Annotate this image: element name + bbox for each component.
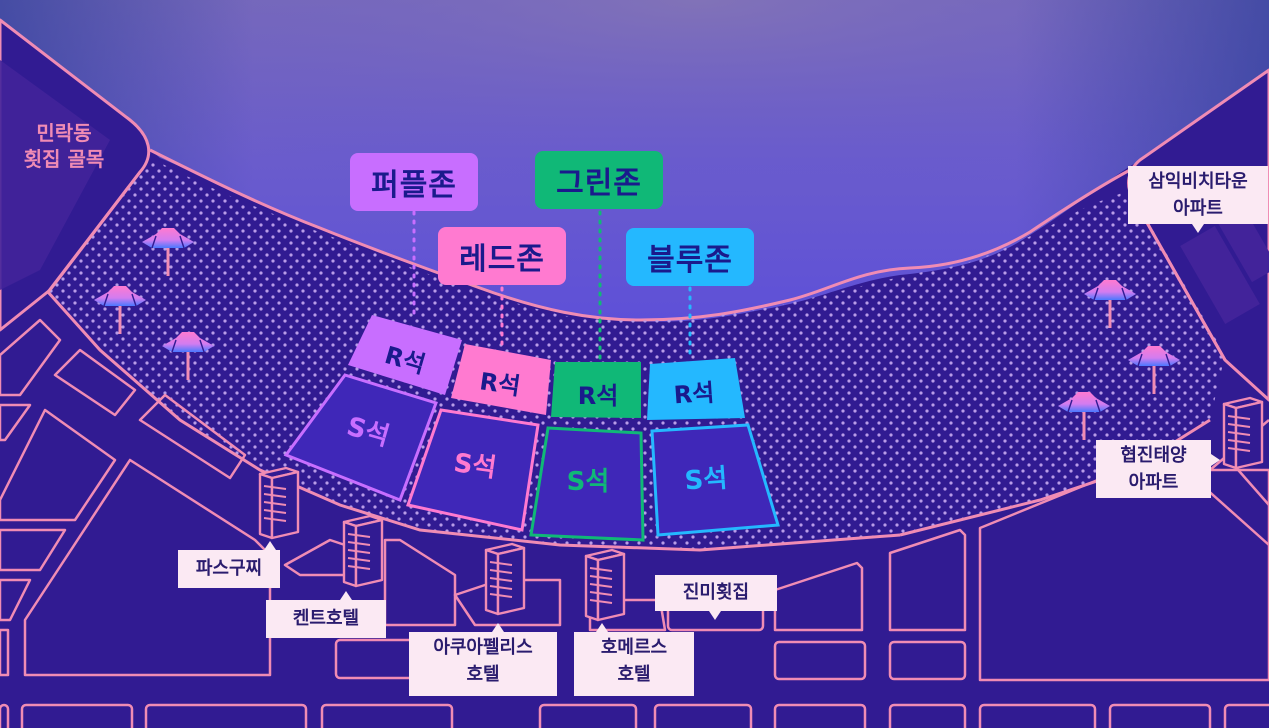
landmark-hyupjin-line1: 협진태양 [1120, 445, 1187, 466]
landmark-hyupjin: 협진태양 아파트 [1096, 440, 1220, 498]
red-s-seat[interactable] [406, 408, 540, 532]
zone-tag-green[interactable]: 그린존 [535, 151, 663, 209]
green-s-seat-label: S석 [567, 467, 610, 497]
callout-pointer [709, 611, 721, 620]
landmark-samik: 삼익비치타운 아파트 [1128, 166, 1268, 233]
landmark-hyupjin-line2: 아파트 [1128, 472, 1179, 493]
callout-pointer [492, 623, 504, 632]
zone-tag-purple[interactable]: 퍼플존 [350, 153, 478, 211]
landmark-aqua-line2: 호텔 [466, 664, 500, 685]
landmark-kent-line1: 켄트호텔 [292, 608, 360, 629]
red-s-seat-label: S석 [452, 448, 498, 484]
blue-r-seat-label: R석 [673, 379, 715, 410]
landmark-jinmi: 진미횟집 [655, 575, 777, 620]
landmark-kent: 켄트호텔 [266, 591, 386, 638]
green-zone-seats[interactable]: R석 S석 [529, 362, 645, 542]
shoreline [149, 148, 1131, 322]
zone-tag-blue[interactable]: 블루존 [626, 228, 754, 286]
landmark-pascucci-line1: 파스구찌 [195, 558, 263, 579]
landmark-homers-line1: 호메르스 [600, 637, 668, 658]
zone-tag-purple-label: 퍼플존 [371, 168, 457, 203]
landmark-samik-line2: 아파트 [1173, 198, 1223, 219]
red-r-seat-label: R석 [478, 367, 522, 400]
landmark-homers-line2: 호텔 [617, 664, 651, 685]
landmark-jinmi-line1: 진미횟집 [682, 582, 750, 603]
purple-zone-seats[interactable]: R석 S석 [283, 315, 462, 502]
zone-tag-green-label: 그린존 [556, 166, 642, 201]
red-zone-seats[interactable]: R석 S석 [406, 344, 551, 532]
building-icon [584, 548, 626, 622]
callout-pointer [340, 591, 352, 600]
zone-tag-red[interactable]: 레드존 [438, 227, 566, 285]
purple-s-seat[interactable] [283, 373, 438, 502]
zone-tag-blue-label: 블루존 [647, 243, 733, 278]
landmark-homers: 호메르스 호텔 [574, 623, 694, 696]
green-r-seat[interactable] [551, 362, 641, 418]
landmark-pascucci: 파스구찌 [178, 541, 280, 588]
blue-r-seat[interactable] [647, 358, 745, 420]
landmark-aqua: 아쿠아펠리스 호텔 [409, 623, 557, 696]
seat-blocks: R석 S석 R석 S석 R석 S석 R석 S석 [283, 315, 780, 542]
purple-r-seat[interactable] [348, 315, 462, 395]
callout-pointer [264, 541, 276, 550]
zone-tag-red-label: 레드존 [459, 242, 545, 277]
zone-connectors [412, 210, 692, 362]
green-r-seat-label: R석 [578, 382, 619, 410]
callout-pointer [1192, 224, 1204, 233]
building-icon [342, 514, 384, 588]
building-icon [484, 542, 526, 616]
landmark-aqua-line1: 아쿠아펠리스 [433, 637, 533, 658]
blue-zone-seats[interactable]: R석 S석 [647, 358, 780, 537]
minrak-area-label: 민락동 횟집 골목 [23, 121, 105, 171]
blue-s-seat-label: S석 [684, 464, 729, 497]
city-blocks-left [0, 318, 454, 728]
building-icon [1222, 396, 1264, 470]
green-s-seat[interactable] [529, 426, 645, 542]
building-icon [258, 466, 300, 540]
blue-s-seat[interactable] [650, 423, 780, 537]
callout-pointer [596, 623, 608, 632]
red-r-seat[interactable] [451, 344, 551, 415]
landmark-samik-line1: 삼익비치타운 [1148, 171, 1248, 192]
callout-pointer [1211, 454, 1220, 466]
